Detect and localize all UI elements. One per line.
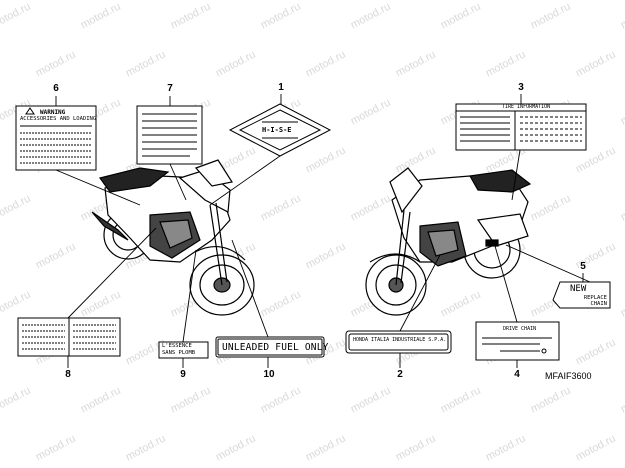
diamond-text: H-I-S-E — [262, 126, 292, 134]
label-10-frame — [215, 336, 325, 358]
leader-lines — [55, 94, 591, 368]
label-10-inner — [217, 338, 323, 356]
honda-text: HONDA ITALIA INDUSTRIALE S.P.A. — [353, 337, 447, 343]
callout-3: 3 — [518, 82, 524, 93]
label-4-drive-chain — [475, 321, 560, 361]
unleaded-text: UNLEADED FUEL ONLY — [222, 342, 329, 353]
callout-5: 5 — [580, 261, 586, 272]
label-2-inner — [348, 333, 449, 351]
motorcycle-right — [365, 167, 532, 316]
warning-title: WARNING — [40, 109, 66, 116]
callout-2: 2 — [397, 369, 403, 380]
label-9-frame — [158, 341, 209, 359]
callout-4: 4 — [514, 369, 520, 380]
tire-title: TIRE INFORMATION — [502, 104, 551, 110]
label-3-tire-info — [455, 103, 587, 151]
callout-1: 1 — [278, 82, 284, 93]
label-8-table — [17, 317, 121, 357]
essence-text: L'ESSENCE SANS PLOMB — [162, 343, 196, 356]
callout-10: 10 — [263, 369, 275, 380]
label-2-frame — [345, 330, 452, 354]
label-6-warning — [15, 105, 97, 171]
label-5-frame — [552, 281, 611, 309]
drive-chain-text: DRIVE CHAIN — [503, 326, 537, 332]
callout-9: 9 — [180, 369, 186, 380]
replace-chain-text: REPLACE CHAIN — [583, 295, 607, 307]
callout-8: 8 — [65, 369, 71, 380]
diagram-code: MFAIF3600 — [545, 371, 592, 381]
callout-7: 7 — [167, 83, 173, 94]
motorcycle-left — [91, 159, 255, 316]
replace-chain-new: NEW — [570, 284, 587, 294]
label-7-plate — [136, 105, 203, 165]
callout-6: 6 — [53, 83, 59, 94]
warning-subtitle: ACCESSORIES AND LOADING — [20, 116, 97, 122]
